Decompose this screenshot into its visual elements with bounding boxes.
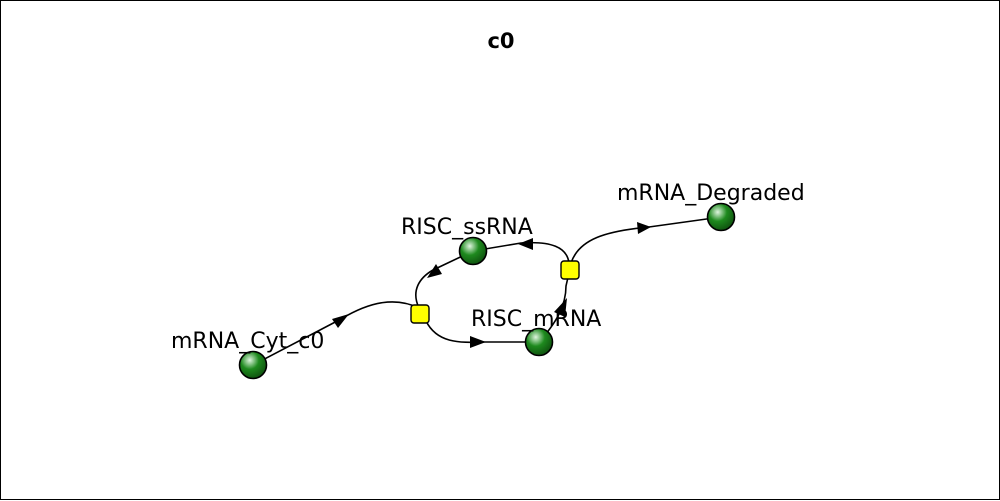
species-mrna-cyt-c0[interactable]: mRNA_Cyt_c0 bbox=[171, 329, 324, 380]
edge-degradation-to-mrna-degraded[interactable] bbox=[570, 216, 722, 264]
species-node-icon[interactable] bbox=[458, 236, 488, 266]
arrowhead-mrna-cyt bbox=[332, 314, 349, 328]
arrowhead-risc-mrna bbox=[470, 336, 486, 348]
species-node-icon[interactable] bbox=[238, 350, 268, 380]
arrowhead-risc-ssrna-from-degradation bbox=[518, 238, 533, 250]
reaction-nodes bbox=[410, 260, 580, 324]
species-node-icon[interactable] bbox=[706, 202, 736, 232]
species-label: mRNA_Degraded bbox=[617, 181, 805, 206]
species-label: mRNA_Cyt_c0 bbox=[171, 329, 324, 354]
edge-degradation-to-risc-ssrna[interactable] bbox=[472, 241, 570, 264]
species-nodes: mRNA_Cyt_c0 RISC_ssRNA RISC_mRNA mRNA_De… bbox=[171, 181, 805, 380]
species-mrna-degraded[interactable]: mRNA_Degraded bbox=[617, 181, 805, 232]
species-node-icon[interactable] bbox=[524, 327, 554, 357]
reaction-node-degradation[interactable] bbox=[560, 260, 580, 280]
arrowhead-mrna-degraded bbox=[637, 222, 651, 234]
species-label: RISC_mRNA bbox=[471, 307, 601, 332]
arrowheads bbox=[332, 222, 651, 348]
arrowhead-degradation-from-risc-mrna bbox=[554, 298, 567, 317]
species-risc-mrna[interactable]: RISC_mRNA bbox=[471, 307, 601, 357]
species-risc-ssrna[interactable]: RISC_ssRNA bbox=[401, 215, 533, 266]
arrowhead-risc-ssrna bbox=[427, 264, 442, 278]
reaction-node-binding[interactable] bbox=[410, 304, 430, 324]
compartment-title: c0 bbox=[487, 29, 515, 53]
species-label: RISC_ssRNA bbox=[401, 215, 533, 240]
